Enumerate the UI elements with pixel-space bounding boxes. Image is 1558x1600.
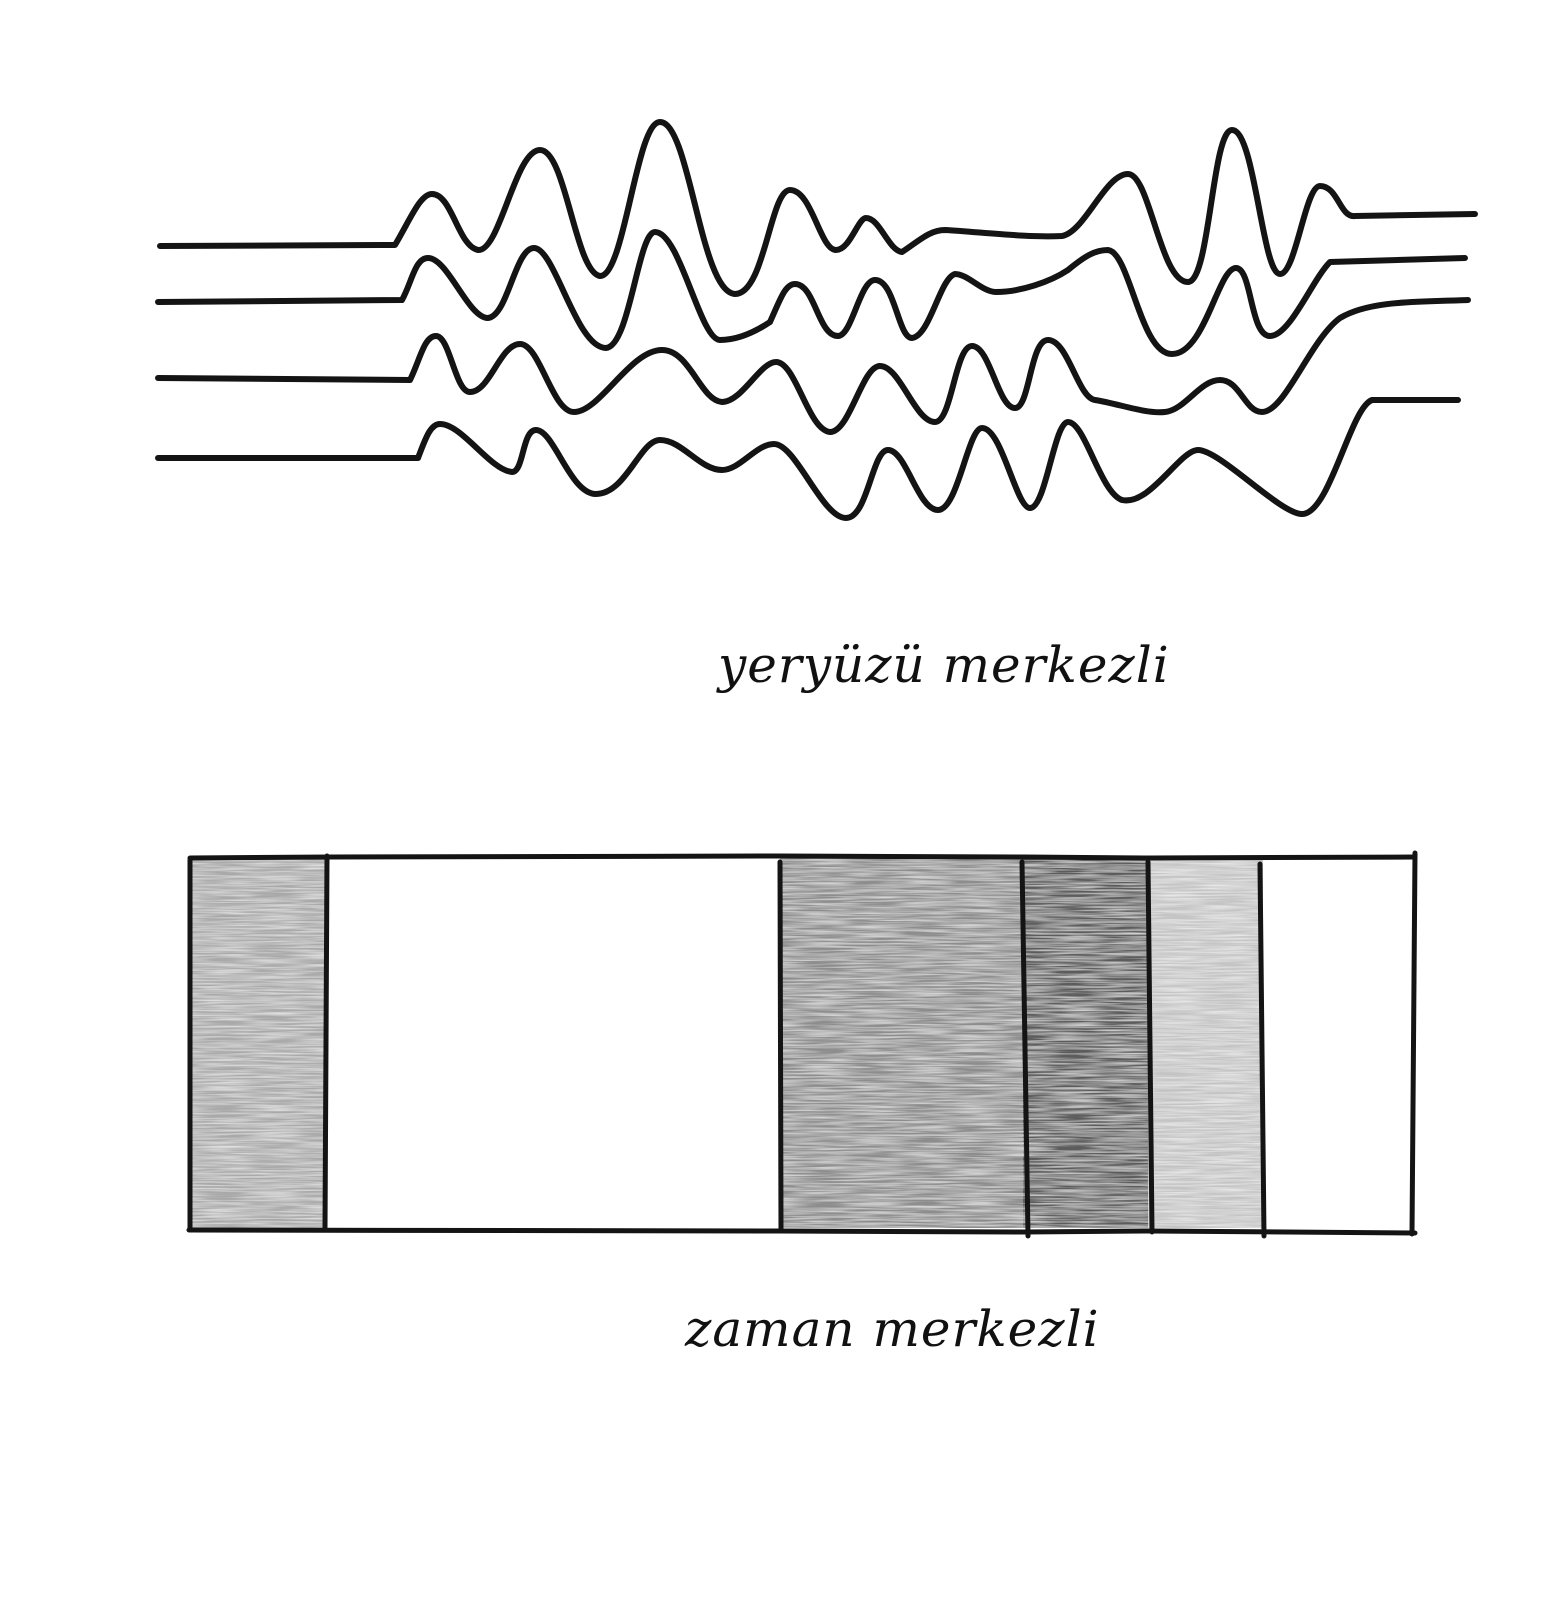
bar-segment-3 <box>780 857 1023 1228</box>
wave-line-2 <box>155 229 1468 357</box>
bar-segment-2 <box>325 857 780 1228</box>
wave-line-3 <box>155 297 1471 435</box>
bar-divider-3 <box>1019 859 1031 1239</box>
bar-divider-2 <box>777 859 784 1233</box>
bar-segment-1 <box>190 857 325 1228</box>
wave-line-4 <box>155 397 1461 521</box>
bar-segment-4 <box>1023 857 1148 1228</box>
wave-line-1 <box>157 119 1478 297</box>
bar-segment-6 <box>1263 857 1415 1228</box>
time-bar <box>186 850 1418 1239</box>
bar-segment-5 <box>1148 857 1263 1228</box>
bar-divider-4 <box>1145 859 1155 1235</box>
bar-divider-5 <box>1257 861 1267 1239</box>
wave-group <box>155 119 1478 521</box>
bar-divider-1 <box>322 853 330 1231</box>
label-surface-centered: yeryüzü merkezli <box>718 636 1170 694</box>
bar-outline <box>186 850 1418 1239</box>
label-time-centered: zaman merkezli <box>685 1300 1100 1358</box>
